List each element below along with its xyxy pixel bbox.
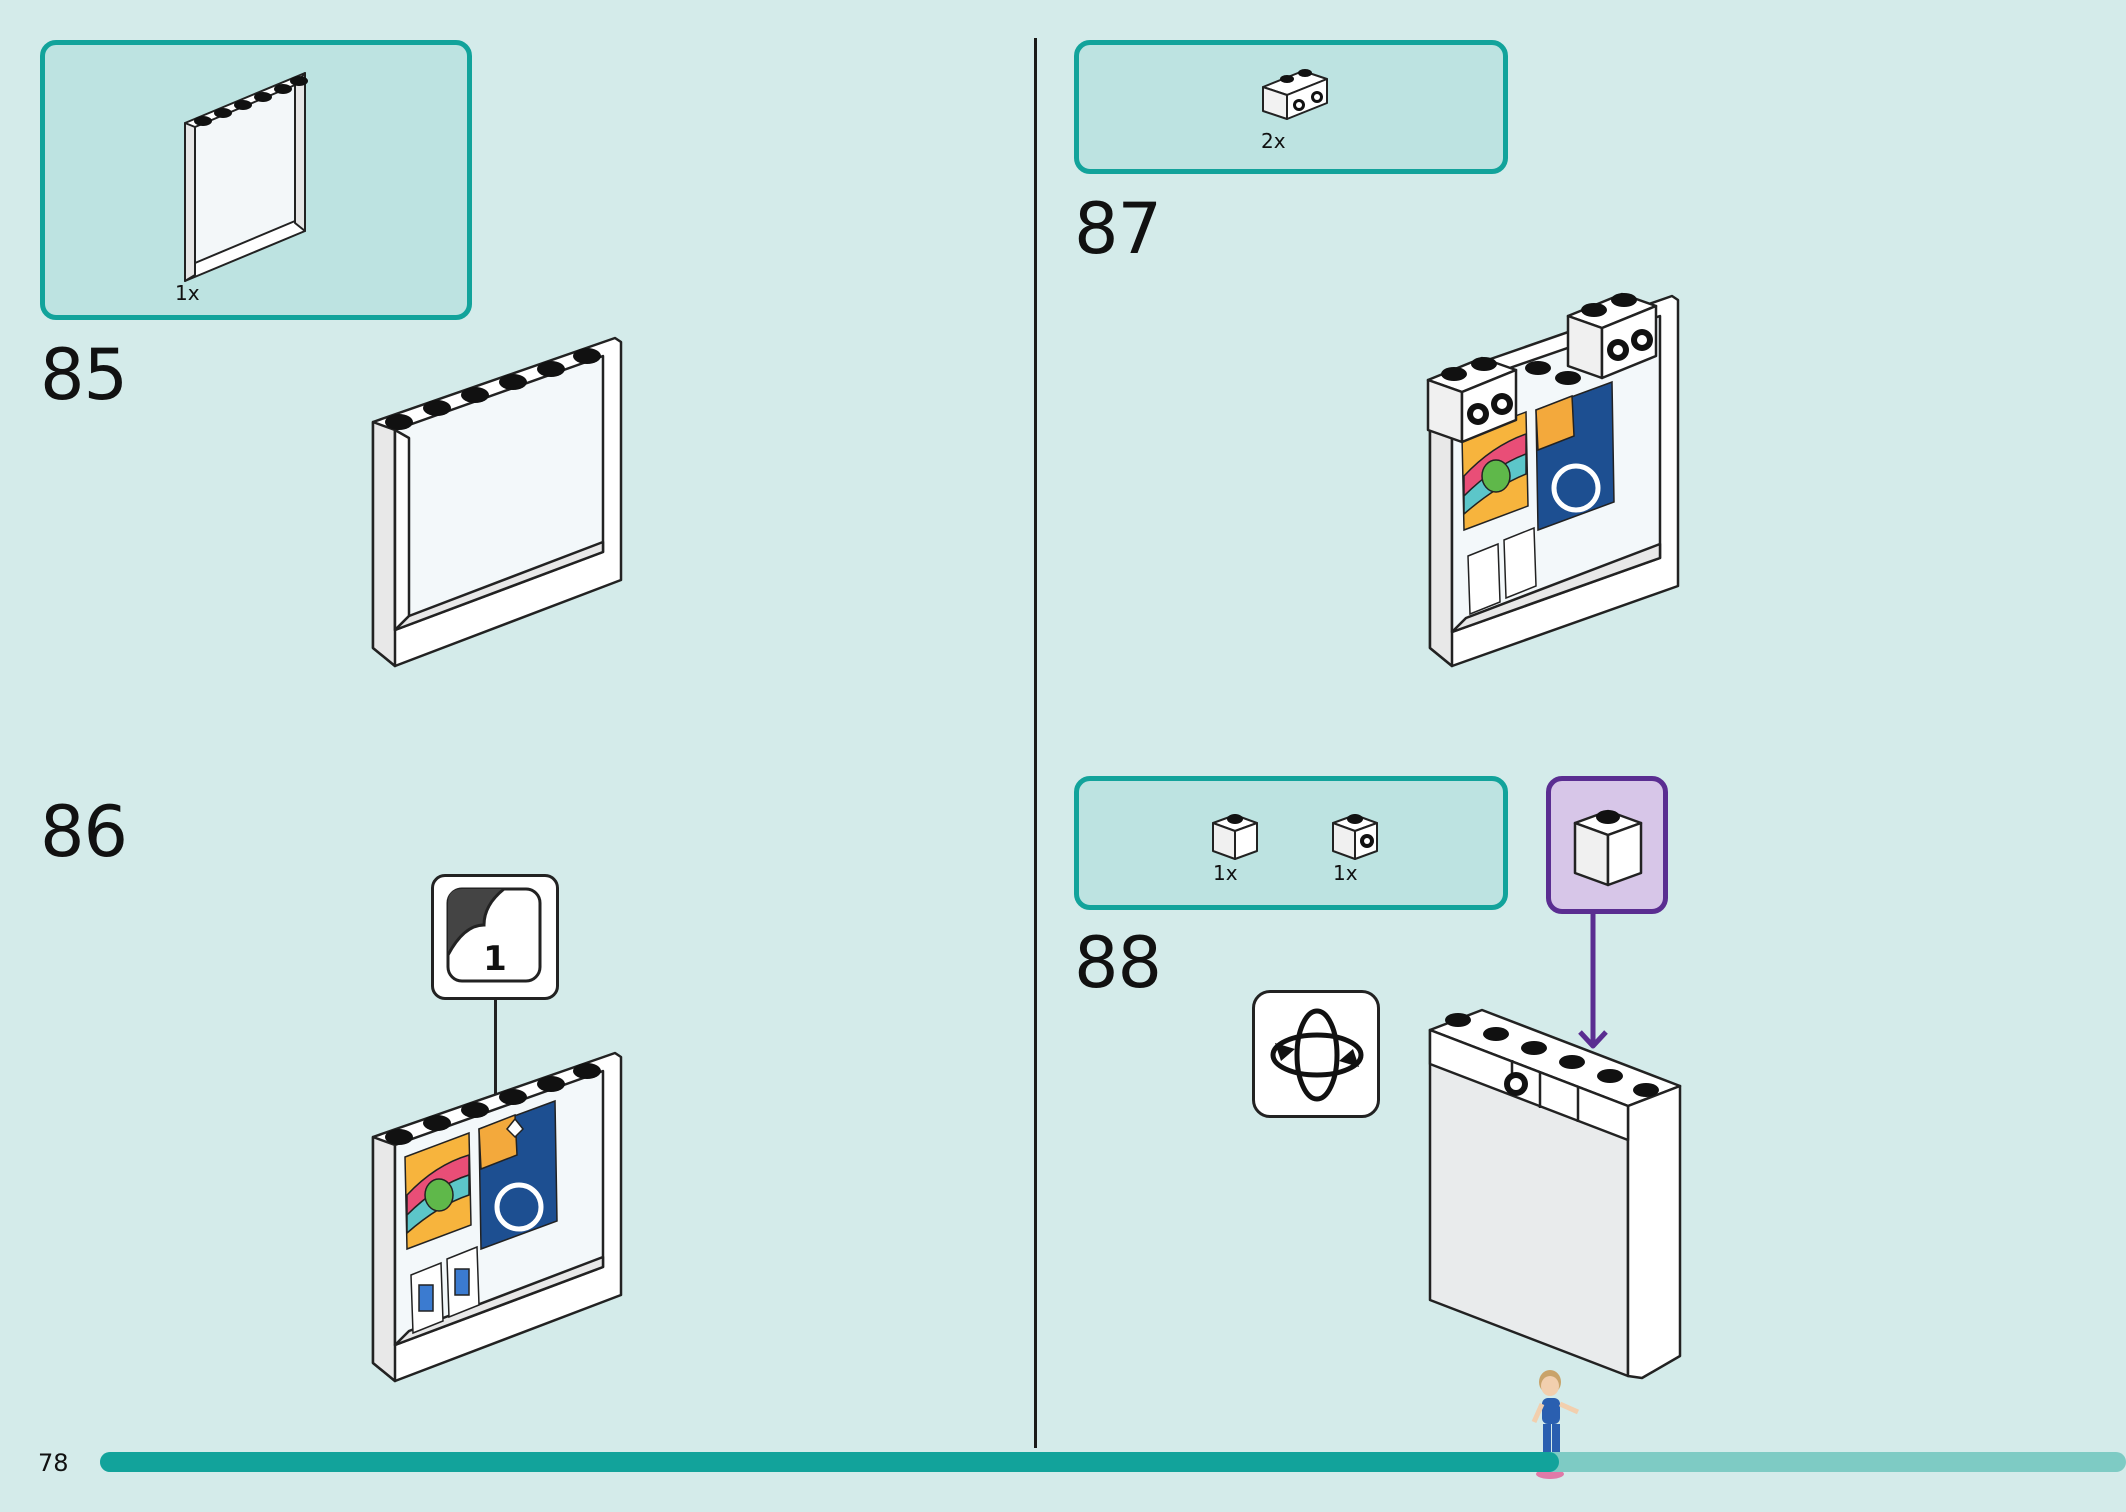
part-quantity: 1x [175, 281, 200, 305]
step-number-88: 88 [1074, 922, 1162, 1004]
step-87-model-panel-with-side-bricks [1426, 292, 1680, 668]
part-quantity: 1x [1213, 861, 1238, 885]
page-divider [1034, 38, 1037, 1448]
sticker-leader-line [494, 1000, 497, 1124]
build-progress-fill [100, 1452, 1559, 1472]
part-quantity: 1x [1333, 861, 1358, 885]
build-progress-bar [100, 1452, 2126, 1472]
parts-box-step-85: 1x [40, 40, 472, 320]
step-86-model-panel-with-stickers [371, 1051, 623, 1383]
sticker-callout: 1 [431, 874, 559, 1000]
step-85-model-panel [371, 336, 623, 668]
minidoll-figure [1531, 1370, 1580, 1479]
rotate-model-icon [1270, 1008, 1364, 1102]
brick-1x2-side-studs-part-icon [1262, 69, 1328, 120]
parts-box-step-87: 2x [1074, 40, 1508, 174]
step-number-86: 86 [40, 791, 128, 873]
step-number-85: 85 [40, 334, 128, 416]
parts-box-step-88: 1x 1x [1074, 776, 1508, 910]
page-number: 78 [38, 1449, 69, 1477]
rotate-model-callout [1252, 990, 1380, 1118]
brick-1x1-part-icon [1212, 814, 1258, 860]
part-quantity: 2x [1261, 129, 1286, 153]
step-88-model-rotated-panel [1428, 1008, 1682, 1380]
panel-frame-part-icon [184, 72, 308, 282]
sticker-peel-icon [446, 887, 542, 983]
brick-1x1-subassembly-icon [1573, 809, 1643, 887]
step-number-87: 87 [1074, 188, 1162, 270]
brick-1x1-side-stud-part-icon [1332, 814, 1378, 860]
subassembly-callout [1546, 776, 1668, 914]
sticker-number: 1 [483, 939, 507, 979]
placement-arrow [1578, 914, 1608, 1049]
